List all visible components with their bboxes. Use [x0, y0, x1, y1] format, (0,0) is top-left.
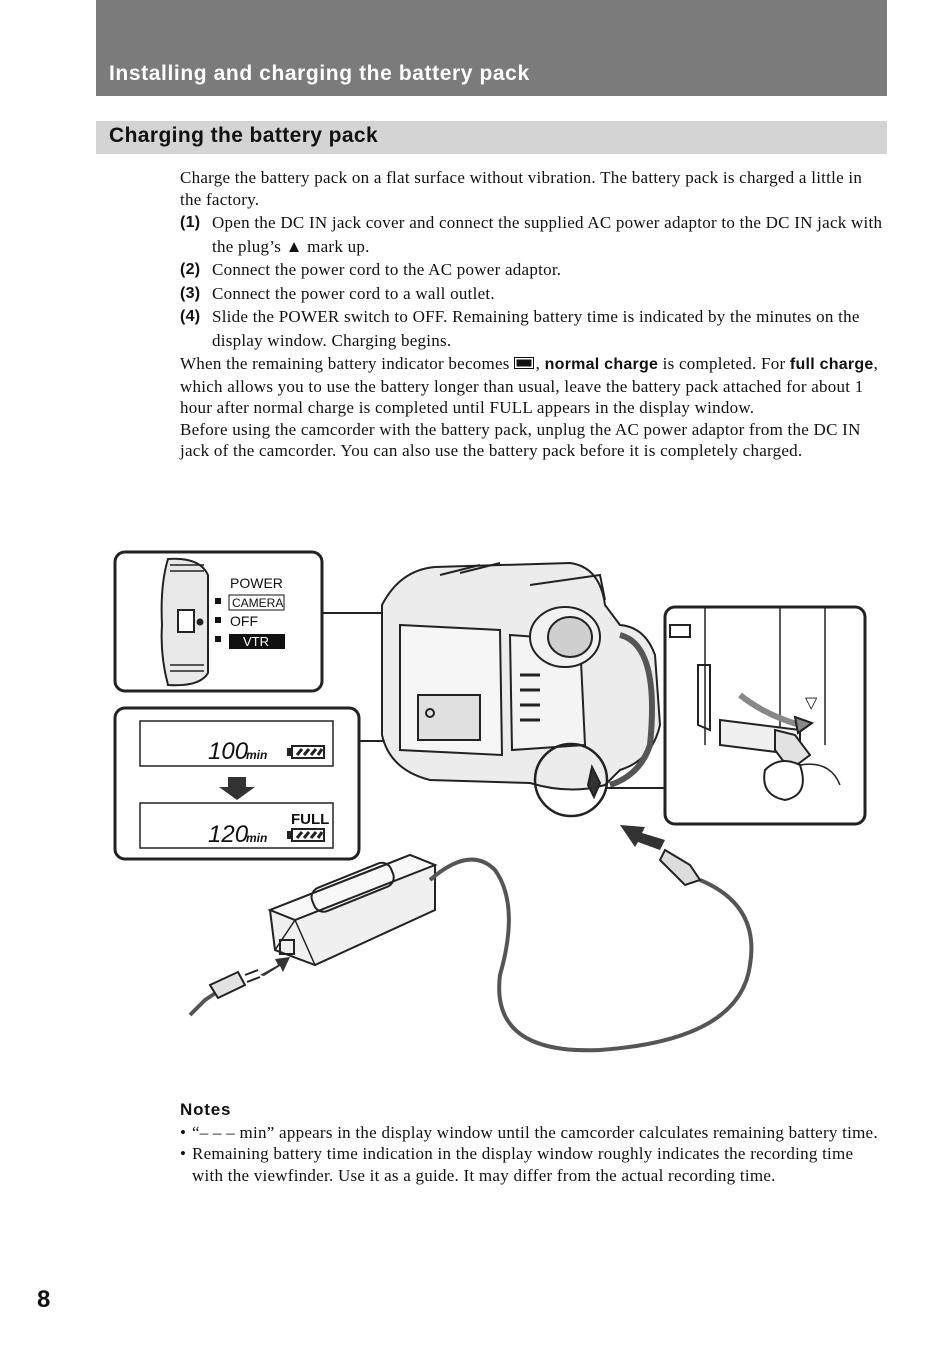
power-label: POWER [230, 575, 283, 591]
header-bar [96, 0, 887, 96]
lcd-full-label: FULL [291, 811, 329, 828]
lcd-top-unit: min [246, 748, 267, 762]
bullet: • [180, 1144, 187, 1164]
note-item: • Remaining battery time indication in t… [180, 1143, 885, 1186]
lcd-display-inset [113, 706, 361, 861]
step-number: (3) [180, 284, 201, 302]
section-bar [96, 121, 887, 154]
step-text: Slide the POWER switch to OFF. Remaining… [212, 307, 860, 350]
note-text: Remaining battery time indication in the… [192, 1144, 854, 1185]
dc-cable [428, 857, 754, 1053]
section-title: Charging the battery pack [109, 124, 379, 147]
step-text: Open the DC IN jack cover and connect th… [212, 213, 883, 256]
steps-list: (1) Open the DC IN jack cover and connec… [180, 211, 885, 352]
step-number: (1) [180, 214, 201, 231]
charge-text-1: When the remaining battery indicator bec… [180, 354, 510, 373]
arrow-left-icon [620, 825, 665, 850]
step-text: Connect the power cord to the AC power a… [212, 260, 562, 279]
instructions-body: Charge the battery pack on a flat surfac… [180, 167, 885, 462]
page-number: 8 [37, 1286, 51, 1313]
step-text: Connect the power cord to a wall outlet. [212, 283, 495, 303]
plug-mark: ▽ [805, 693, 818, 712]
battery-full-icon [513, 357, 534, 369]
step-number: (2) [180, 261, 201, 278]
notes-section: Notes • “– – – min” appears in the displ… [180, 1099, 885, 1186]
step-item: (1) Open the DC IN jack cover and connec… [180, 211, 885, 258]
dc-in-jack-highlight [533, 742, 609, 818]
charging-illustration: POWER CAMERA OFF VTR 100 min 120 min FUL… [100, 545, 880, 1065]
power-switch-inset [113, 550, 324, 693]
step-item: (4) Slide the POWER switch to OFF. Remai… [180, 305, 885, 352]
charge-text-3: , which allows you to use the battery lo… [180, 354, 879, 417]
step-number: (4) [180, 308, 201, 325]
full-charge-term: full charge [789, 356, 874, 373]
note-text: “– – – min” appears in the display windo… [192, 1122, 878, 1142]
intro-paragraph: Charge the battery pack on a flat surfac… [180, 168, 863, 209]
charge-text-2: is completed. For [662, 354, 786, 373]
arrow-down-icon [219, 777, 255, 800]
normal-charge-term: normal charge [544, 356, 659, 373]
lcd-bottom-value: 120 [208, 821, 249, 848]
charging-diagram: POWER CAMERA OFF VTR 100 min 120 min FUL… [113, 550, 867, 1053]
lcd-bottom-unit: min [246, 831, 267, 845]
arrow-right-icon [260, 957, 290, 976]
notes-title: Notes [180, 1100, 232, 1119]
step-item: (2) Connect the power cord to the AC pow… [180, 258, 885, 282]
step-item: (3) Connect the power cord to a wall out… [180, 282, 885, 306]
page-header-title: Installing and charging the battery pack [109, 62, 530, 85]
switch-camera-label: CAMERA [232, 596, 283, 610]
switch-vtr-label: VTR [243, 634, 269, 649]
lcd-top-value: 100 [208, 738, 249, 765]
switch-off-label: OFF [230, 613, 258, 629]
note-item: • “– – – min” appears in the display win… [180, 1122, 885, 1144]
dc-in-inset [663, 605, 867, 826]
charge-paragraph: When the remaining battery indicator bec… [180, 354, 879, 417]
unplug-paragraph: Before using the camcorder with the batt… [180, 419, 861, 461]
bullet: • [180, 1122, 187, 1142]
